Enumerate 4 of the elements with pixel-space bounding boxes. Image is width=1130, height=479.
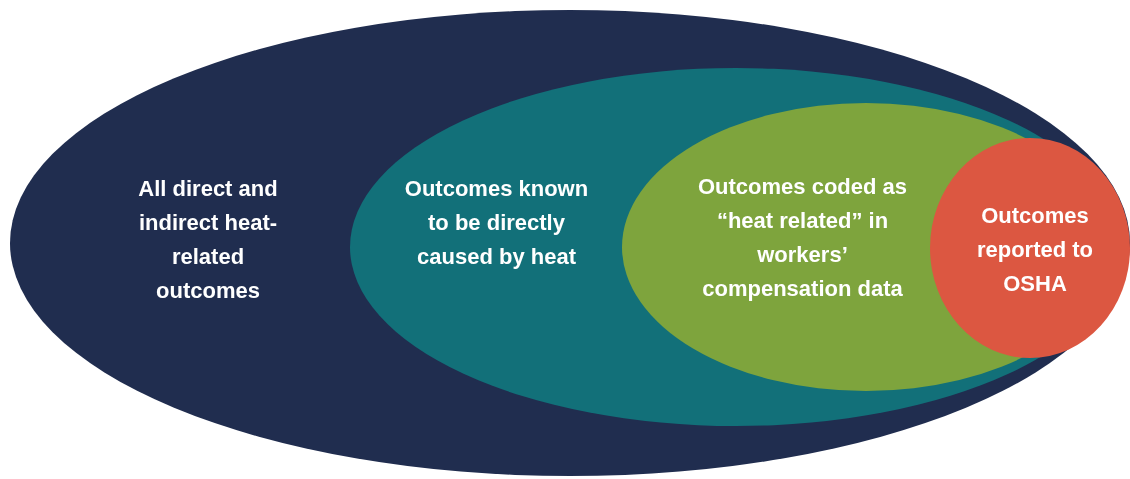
ellipse-label: All direct and indirect heat-related outcomes (137, 175, 279, 305)
ellipse-label: Outcomes coded as “heat related” in workers’ compensation data (696, 173, 909, 303)
ellipse-label: Outcomes reported to OSHA (975, 202, 1095, 298)
ellipse-label: Outcomes known to be directly caused by heat (404, 175, 589, 271)
